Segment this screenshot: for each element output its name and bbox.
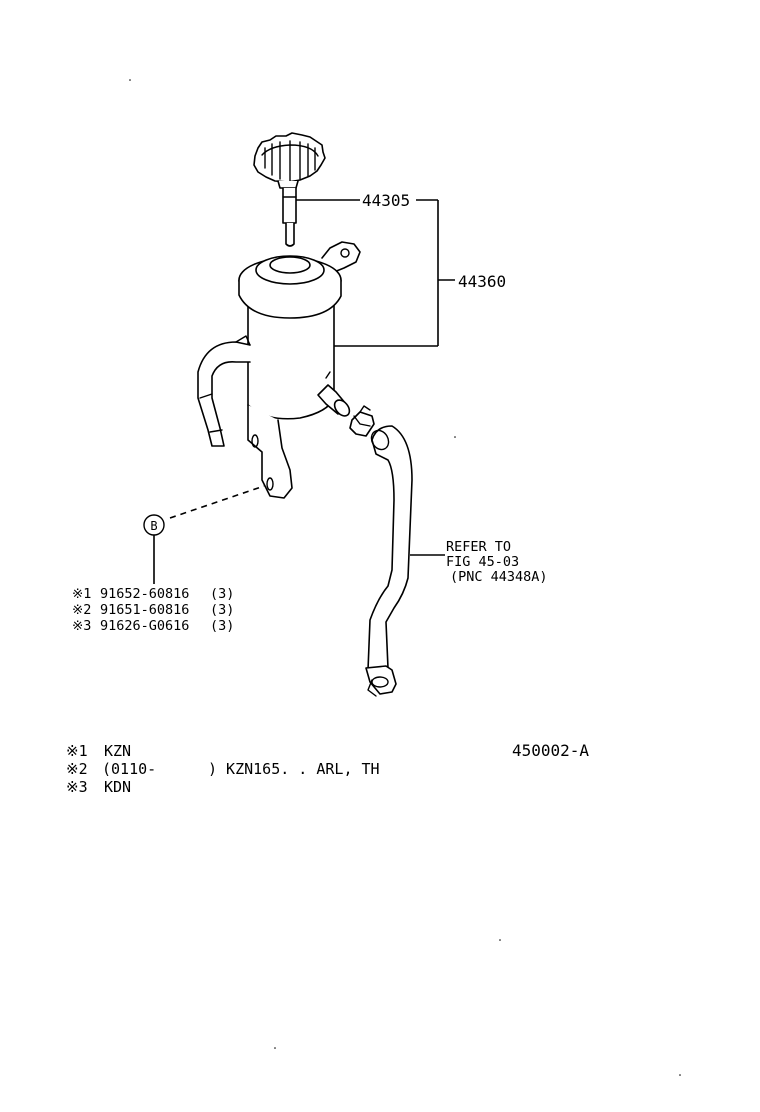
- footnote-mark-1: ※1: [66, 742, 88, 760]
- footnote-text-2b: ) KZN165. . ARL, TH: [208, 760, 380, 778]
- bolt-part-list: ※1 91652-60816 (3) ※2 91651-60816 (3) ※3…: [72, 586, 234, 634]
- refer-line-3: (PNC 44348A): [450, 569, 548, 585]
- bolt-qty-3: (3): [210, 618, 234, 634]
- footnote-text-1: KZN: [104, 742, 131, 760]
- footnotes: ※1 KZN ※2 (0110- ) KZN165. . ARL, TH ※3 …: [66, 742, 380, 796]
- footnote-text-3: KDN: [104, 778, 131, 796]
- bolt-callout-marker: B: [143, 514, 165, 536]
- return-hose: [367, 425, 413, 671]
- footnote-text-2a: (0110-: [102, 760, 156, 778]
- bolt-mark-1: ※1: [72, 586, 91, 602]
- refer-line-1: REFER TO: [446, 539, 511, 555]
- hose-clamp-lower: [365, 665, 397, 697]
- hose-clamp-upper: [349, 405, 375, 437]
- bolt-mark-2: ※2: [72, 602, 91, 618]
- footnote-mark-2: ※2: [66, 760, 88, 778]
- refer-line-2: FIG 45-03: [446, 554, 519, 570]
- footnote-mark-3: ※3: [66, 778, 88, 796]
- leader-lines: [153, 199, 455, 584]
- scan-specks: [129, 79, 681, 1076]
- figure-code: 450002-A: [512, 741, 589, 760]
- bolt-callout-letter: B: [150, 519, 157, 533]
- bolt-qty-1: (3): [210, 586, 234, 602]
- reservoir-tank: [197, 241, 361, 499]
- callout-44305: 44305: [362, 191, 410, 210]
- reservoir-cap: [253, 132, 326, 247]
- bolt-mark-3: ※3: [72, 618, 91, 634]
- callout-44360: 44360: [458, 272, 506, 291]
- bolt-qty-2: (3): [210, 602, 234, 618]
- bolt-part-1: 91652-60816: [100, 586, 189, 602]
- bolt-part-3: 91626-G0616: [100, 618, 189, 634]
- bolt-part-2: 91651-60816: [100, 602, 189, 618]
